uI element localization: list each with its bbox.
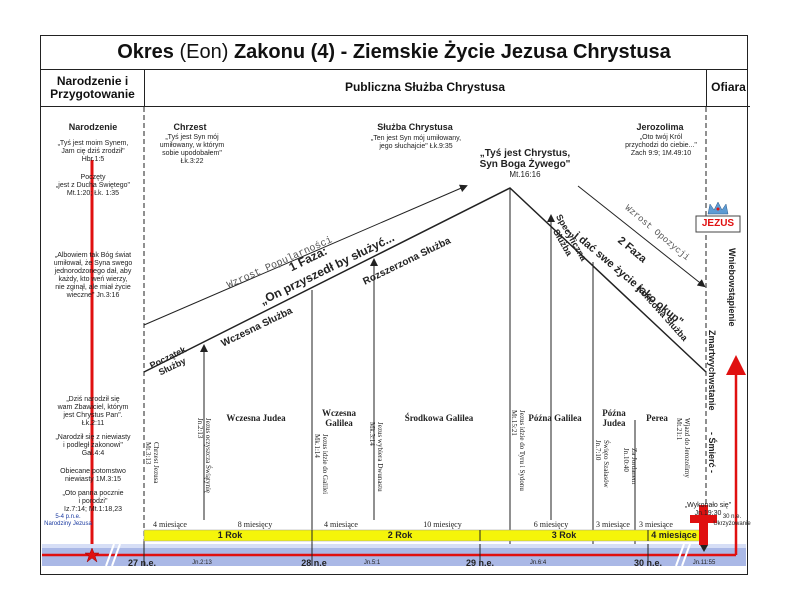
confession-text: „Tyś jest Chrystus, Syn Boga Żywego" — [479, 148, 571, 170]
label-resurrection: Zmartwychwstanie — [707, 330, 717, 411]
note-entry: Wjazd do Jerozolimy Mt.21:1 — [675, 418, 691, 478]
note-jordan: Za Jordanem Jn.10:40 — [622, 448, 638, 485]
note-tyre: Jezus idzie do Tyru i Sydonu Mt.15:21 — [510, 410, 526, 491]
date-30: 30 n.e. — [633, 558, 662, 568]
quote-holy-spirit: Poczęty „jest z Ducha Świętego" Mt.1:20;… — [55, 174, 131, 197]
crown-icon — [707, 201, 729, 215]
year-1: 1 Rok — [217, 530, 243, 540]
passover-2: Jn.5:1 — [363, 560, 381, 566]
passover-4: Jn.11:55 — [692, 560, 716, 566]
duration-6: 3 miesiące — [596, 520, 630, 529]
quote-finished: „Wykonało się" Jn.19:30 — [684, 502, 732, 517]
duration-7: 3 miesiące — [639, 520, 673, 529]
jesus-box — [695, 215, 741, 233]
header-birth: Narodzenie i Przygotowanie — [41, 69, 145, 107]
quote-gal: „Narodził się z niewiasty i podległ zako… — [55, 434, 131, 457]
note-birth-date: 5-4 p.n.e. Narodziny Jezusa — [44, 514, 92, 527]
cross-icon — [690, 505, 717, 545]
title-okres: Okres — [117, 41, 174, 63]
title-eon: (Eon) — [173, 41, 234, 63]
section-birth: Narodzenie — [68, 122, 118, 132]
year-3: 3 Rok — [551, 530, 577, 540]
title-main: Zakonu (4) - Ziemskie Życie Jezusa Chrys… — [233, 41, 671, 63]
section-christ: Chrzest — [173, 122, 207, 132]
section-service: Służba Chrystusa — [377, 122, 453, 132]
region-mid-galilee: Środkowa Galilea — [404, 413, 474, 423]
birth-star-icon — [84, 547, 100, 563]
label-death: - Śmierć - — [707, 432, 717, 474]
date-28: 28 n.e — [301, 558, 327, 568]
quote-transfig: „Ten jest Syn mój umiłowany, jego słucha… — [370, 135, 462, 150]
duration-3: 4 miesiące — [324, 520, 358, 529]
duration-1: 4 miesiące — [153, 520, 187, 529]
opposition-arrow — [577, 185, 706, 288]
note-twelve: Jezus wybiera Dwunastu Mk.3:14 — [368, 422, 384, 492]
note-galilee: Jezus idzie do Galilei Mk.1:14 — [313, 434, 329, 495]
quote-king: „Oto twój Król przychodzi do ciebie..." … — [625, 134, 697, 157]
popularity-arrow — [143, 184, 468, 326]
note-baptism: Chrzest Jezusa Mt.3:13 — [144, 442, 160, 484]
confession-ref: Mt.16:16 — [509, 170, 541, 179]
quote-offspring: Obiecane potomstwo niewiasty 1M.3:15 — [60, 468, 126, 483]
passover-3: Jn.6:4 — [529, 560, 547, 566]
quote-virgin: „Oto panna pocznie i porodzi" Iz.7:14; M… — [62, 490, 124, 513]
duration-5: 6 miesięcy — [533, 520, 569, 529]
duration-4: 10 miesięcy — [423, 520, 462, 529]
label-jesus: JEZUS — [701, 218, 735, 229]
region-perea: Perea — [646, 413, 668, 423]
note-temple: Jezus oczyszcza Świątynię Jn.2:13 — [196, 418, 212, 494]
quote-baptism: „Tyś jest Syn mój umiłowany, w którym so… — [159, 134, 225, 165]
date-27: 27 n.e. — [127, 558, 156, 568]
quote-savior: „Dziś narodził się wam Zbawiciel, którym… — [57, 396, 129, 427]
header-ministry: Publiczna Służba Chrystusa — [144, 69, 706, 107]
section-jerusalem: Jerozolima — [636, 122, 684, 132]
note-crucifixion-date: 30 n.e. Ukrzyżowanie — [713, 514, 751, 527]
region-early-galilee: Wczesna Galilea — [322, 408, 356, 428]
chart-frame: Okres (Eon) Zakonu (4) - Ziemskie Życie … — [40, 35, 750, 575]
label-ascension: Wniebowstąpienie — [727, 248, 737, 327]
duration-2: 8 miesięcy — [237, 520, 273, 529]
duration-8: 4 miesiące — [651, 530, 697, 540]
date-29: 29 n.e. — [465, 558, 494, 568]
passover-1: Jn.2:13 — [192, 560, 212, 566]
region-early-judea: Wczesna Judea — [226, 413, 286, 423]
note-tabernacles: Święto Szałasów Jn.7:10 — [594, 440, 610, 488]
region-late-galilee: Późna Galilea — [528, 413, 582, 423]
year-2: 2 Rok — [387, 530, 413, 540]
quote-heb: „Tyś jest moim Synem, Jam cię dziś zrodz… — [57, 140, 129, 163]
quote-john316: „Albowiem tak Bóg świat umiłował, że Syn… — [53, 252, 133, 299]
header-sacrifice: Ofiara — [706, 69, 750, 107]
region-late-judea: Późna Judea — [602, 408, 626, 428]
page-title: Okres (Eon) Zakonu (4) - Ziemskie Życie … — [41, 36, 747, 70]
